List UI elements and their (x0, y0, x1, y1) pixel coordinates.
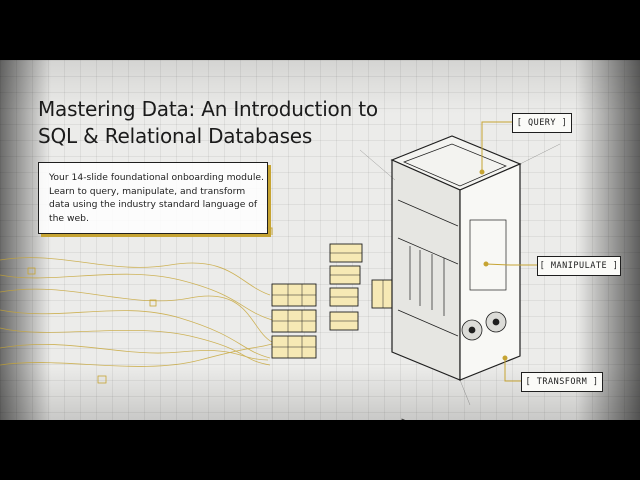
description-box: Your 14-slide foundational onboarding mo… (38, 162, 268, 234)
slide-title: Mastering Data: An Introduction to SQL &… (38, 97, 378, 148)
server-rack-icon (390, 135, 522, 381)
data-table-icon (271, 243, 395, 359)
callout-query: [ QUERY ] (512, 113, 572, 133)
small-bracket-icons (27, 267, 157, 384)
callout-manipulate: [ MANIPULATE ] (537, 256, 621, 276)
illustration (0, 121, 561, 420)
letterbox-top (0, 0, 640, 60)
description-text: Your 14-slide foundational onboarding mo… (49, 172, 264, 224)
slide: Mastering Data: An Introduction to SQL &… (0, 60, 640, 420)
callout-transform: [ TRANSFORM ] (521, 372, 603, 392)
data-flow-lines (0, 257, 273, 367)
fan-icon (461, 311, 507, 341)
letterbox-bottom (0, 420, 640, 480)
